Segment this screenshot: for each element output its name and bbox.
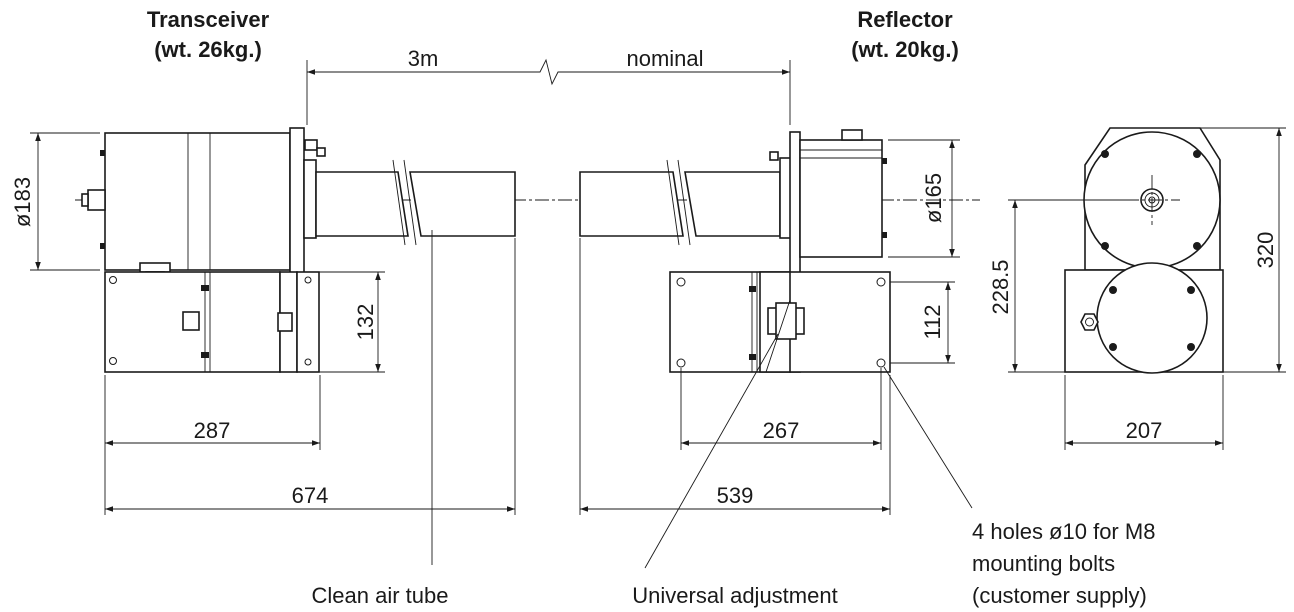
dimension-h228: 228.5 [988, 199, 1125, 373]
label-w207: 207 [1126, 418, 1163, 443]
label-h320: 320 [1253, 232, 1278, 269]
label-w674: 674 [292, 483, 329, 508]
dimension-w287: 287 [104, 375, 321, 450]
label-clean-air-tube: Clean air tube [312, 583, 449, 608]
dimension-d183: ø183 [10, 132, 100, 271]
label-w287: 287 [194, 418, 231, 443]
label-h132: 132 [353, 304, 378, 341]
label-h112: 112 [920, 304, 945, 339]
dimension-h112: 112 [890, 281, 955, 364]
callout-universal-adjustment: Universal adjustment [632, 333, 838, 608]
transceiver-weight: (wt. 26kg.) [154, 37, 262, 62]
reflector-weight: (wt. 20kg.) [851, 37, 959, 62]
transceiver-title: Transceiver [147, 7, 270, 32]
span-left-label: 3m [408, 46, 439, 71]
reflector-title: Reflector [857, 7, 953, 32]
dimension-w539: 539 [579, 238, 891, 515]
dimension-h320: 320 [1200, 127, 1286, 373]
label-d183: ø183 [10, 177, 35, 227]
dimension-w207: 207 [1064, 375, 1224, 450]
label-d165: ø165 [921, 173, 946, 223]
label-h228: 228.5 [988, 259, 1013, 314]
callout-mounting-holes: 4 holes ø10 for M8 mounting bolts (custo… [883, 366, 1155, 608]
label-w267: 267 [763, 418, 800, 443]
label-w539: 539 [717, 483, 754, 508]
dimension-w267: 267 [680, 368, 882, 450]
dimension-d165: ø165 [888, 139, 960, 258]
callout-air-tube: Clean air tube [312, 230, 449, 608]
transceiver-air-tube [315, 159, 516, 246]
span-dimension: 3m nominal [306, 46, 791, 125]
reflector-unit [669, 129, 891, 373]
dimension-w674: 674 [104, 238, 516, 515]
label-universal-adjustment: Universal adjustment [632, 583, 837, 608]
label-holes-line2: mounting bolts [972, 551, 1115, 576]
transceiver-unit [81, 127, 326, 373]
label-holes-line3: (customer supply) [972, 583, 1147, 608]
end-view [1064, 127, 1224, 374]
span-right-label: nominal [626, 46, 703, 71]
reflector-air-tube [579, 159, 781, 246]
dimension-h132: 132 [319, 271, 385, 373]
label-holes-line1: 4 holes ø10 for M8 [972, 519, 1155, 544]
